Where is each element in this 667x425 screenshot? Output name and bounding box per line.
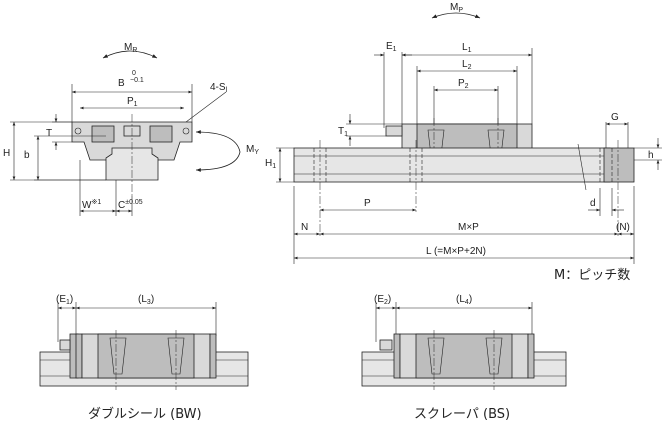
- t1-label: T1: [338, 126, 348, 138]
- h-small-label: h: [648, 150, 654, 161]
- bolt-hole-left: [74, 127, 82, 135]
- l2-label: L2: [462, 59, 472, 71]
- h-label: H: [3, 148, 10, 159]
- n-left-label: N: [301, 222, 308, 233]
- double-seal-view: (E1) (L3) ダブルシール (BW): [39, 294, 249, 422]
- four-s-leader: [185, 91, 227, 123]
- c-label: C±0.05: [118, 199, 143, 211]
- my-label: MY: [246, 144, 259, 156]
- grease-nipple-side: [385, 125, 403, 137]
- break-line: [577, 143, 587, 191]
- m-pitch-note: M：ピッチ数: [554, 268, 630, 283]
- mr-label: MR: [124, 42, 137, 54]
- mr-rotation-arrow: [102, 50, 158, 59]
- p1-label: P1: [127, 96, 138, 108]
- mp-label: MP: [450, 2, 463, 14]
- bs-l4-label: (L4): [456, 294, 472, 306]
- bw-e1-label: (E1): [56, 294, 73, 306]
- t-label: T: [46, 128, 52, 139]
- bw-l3-label: (L3): [138, 294, 154, 306]
- l1-label: L1: [462, 42, 472, 54]
- b-small-label: b: [24, 150, 30, 161]
- side-view: MP E1 L1 L2 P2 T1: [265, 2, 662, 283]
- b-tol-upper: 0: [132, 70, 136, 77]
- my-rotation-arrow: [195, 130, 241, 172]
- block-insert-right: [149, 125, 173, 143]
- rail-side: [293, 147, 611, 183]
- p-label: P: [364, 198, 371, 209]
- four-s-label: 4-Sl: [210, 82, 228, 94]
- h1-label: H1: [265, 158, 276, 170]
- mxp-label: M×P: [458, 222, 479, 233]
- bs-e2-label: (E2): [374, 294, 391, 306]
- w-label: W※1: [82, 199, 101, 211]
- caption-double-seal: ダブルシール (BW): [88, 406, 202, 422]
- b-label: B: [118, 78, 125, 89]
- n-right-label: (N): [616, 222, 630, 233]
- rail-end-section: [603, 147, 635, 183]
- p2-label: P2: [458, 78, 469, 90]
- end-view: MR B 0 −0.1 P1 4-Sl T b: [3, 42, 259, 216]
- caption-scraper: スクレーパ (BS): [414, 407, 510, 422]
- mp-rotation-arrow: [431, 12, 481, 19]
- scraper-view: (E2) (L4) スクレーパ (BS): [361, 294, 567, 422]
- b-tol-lower: −0.1: [130, 77, 144, 84]
- d-label: d: [590, 198, 596, 209]
- g-label: G: [611, 112, 619, 123]
- block-insert-left: [91, 125, 115, 143]
- l-total-label: L (=M×P+2N): [426, 246, 486, 257]
- e1-label: E1: [386, 41, 397, 53]
